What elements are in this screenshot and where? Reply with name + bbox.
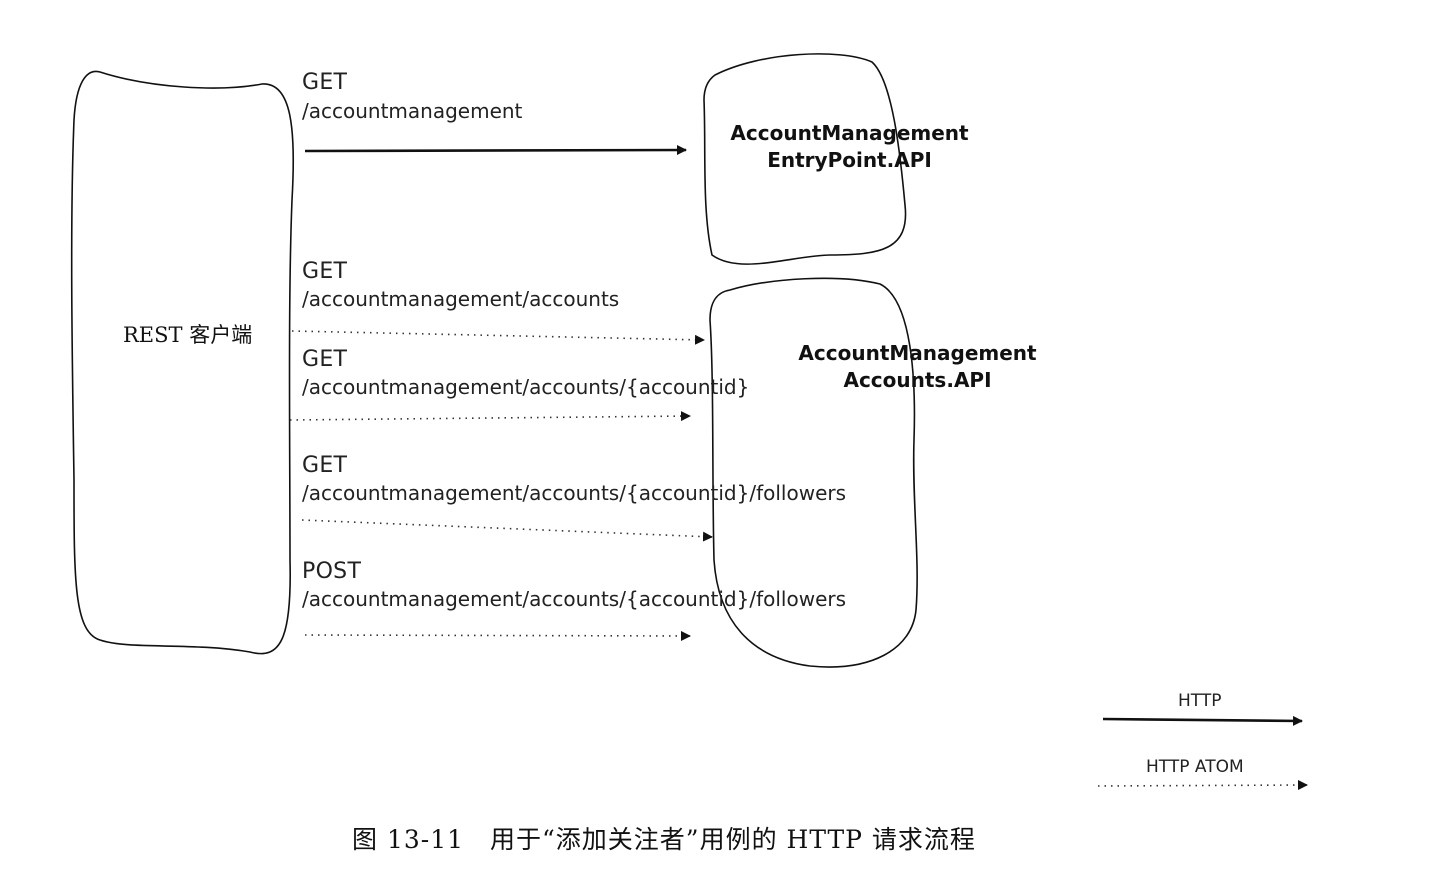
legend-http-label: HTTP [1178,691,1222,711]
request-arrow-4 [301,519,713,542]
entrypoint-api-line1: AccountManagement [730,121,969,145]
legend-http-atom-label: HTTP ATOM [1146,757,1244,777]
entrypoint-api-line2: EntryPoint.API [767,148,932,172]
request-2-method: GET [302,259,348,284]
accounts-api-shape [709,277,918,668]
request-arrow-3 [289,411,691,422]
request-4-method: GET [302,453,348,478]
legend-http-arrow [1102,715,1303,726]
request-4-path: /accountmanagement/accounts/{accountid}/… [302,481,847,505]
request-arrow-1 [304,145,687,156]
request-1-method: GET [302,70,348,95]
entrypoint-api-label: AccountManagement EntryPoint.API [722,120,977,174]
request-3-path: /accountmanagement/accounts/{accountid} [302,375,750,399]
accounts-api-line2: Accounts.API [843,368,992,392]
entrypoint-api-shape [703,53,907,265]
rest-client-label: REST 客户端 [123,323,253,347]
request-arrow-5 [304,630,691,641]
request-3-method: GET [302,347,348,372]
request-1-path: /accountmanagement [302,99,523,123]
rest-client-shape [70,70,295,655]
request-5-path: /accountmanagement/accounts/{accountid}/… [302,587,847,611]
request-2-path: /accountmanagement/accounts [302,287,620,311]
figure-caption: 图 13-11 用于“添加关注者”用例的 HTTP 请求流程 [352,825,976,854]
request-5-method: POST [302,559,362,584]
request-arrow-2 [291,330,705,345]
legend-http-atom-arrow [1097,780,1308,791]
accounts-api-line1: AccountManagement [798,341,1037,365]
accounts-api-label: AccountManagement Accounts.API [790,340,1045,394]
